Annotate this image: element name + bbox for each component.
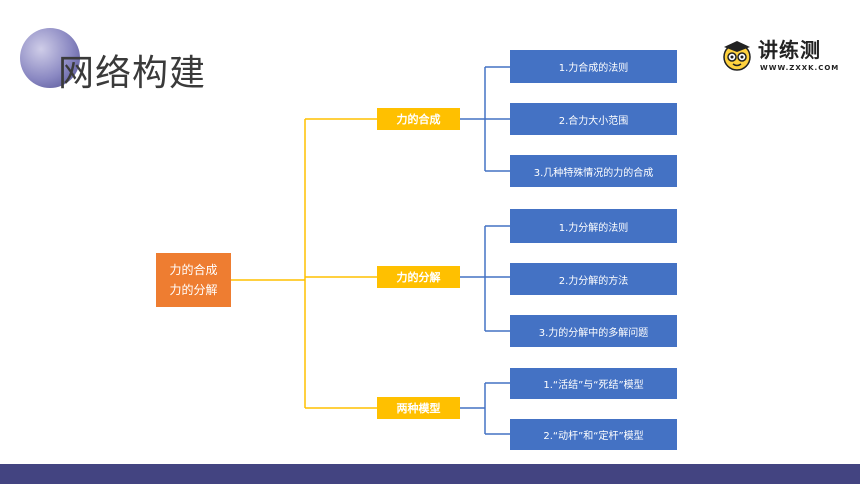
brand-logo: 讲练测 WWW.ZXXK.COM bbox=[720, 34, 840, 78]
footer-bar bbox=[0, 464, 860, 484]
root-node-line-2: 力的分解 bbox=[169, 283, 218, 297]
logo-url: WWW.ZXXK.COM bbox=[760, 64, 840, 72]
branch-connectors bbox=[231, 118, 377, 409]
leaf-node-special-cases: 3.几种特殊情况的力的合成 bbox=[510, 155, 677, 187]
logo-brand-name: 讲练测 bbox=[758, 38, 821, 62]
leaf-node-resultant-range: 2.合力大小范围 bbox=[510, 103, 677, 135]
leaf-node-knot-model: 1.“活结”与“死结”模型 bbox=[510, 368, 677, 399]
leaf-node-decomposition-method: 2.力分解的方法 bbox=[510, 263, 677, 295]
title-decoration-circle bbox=[20, 28, 80, 88]
leaf-node-composition-rule: 1.力合成的法则 bbox=[510, 50, 677, 83]
branch-node-composition: 力的合成 bbox=[377, 108, 460, 130]
branch-node-two-models: 两种模型 bbox=[377, 397, 460, 419]
leaf-node-multiple-solutions: 3.力的分解中的多解问题 bbox=[510, 315, 677, 347]
mascot-icon bbox=[723, 41, 751, 71]
mindmap-root-node: 力的合成 力的分解 bbox=[156, 253, 231, 307]
branch-node-decomposition: 力的分解 bbox=[377, 266, 460, 288]
leaf-node-rod-model: 2.“动杆”和“定杆”模型 bbox=[510, 419, 677, 450]
root-node-line-1: 力的合成 bbox=[169, 263, 218, 277]
page-title: 网络构建 bbox=[58, 53, 207, 94]
leaf-node-decomposition-rule: 1.力分解的法则 bbox=[510, 209, 677, 243]
leaf-connectors bbox=[460, 66, 510, 435]
